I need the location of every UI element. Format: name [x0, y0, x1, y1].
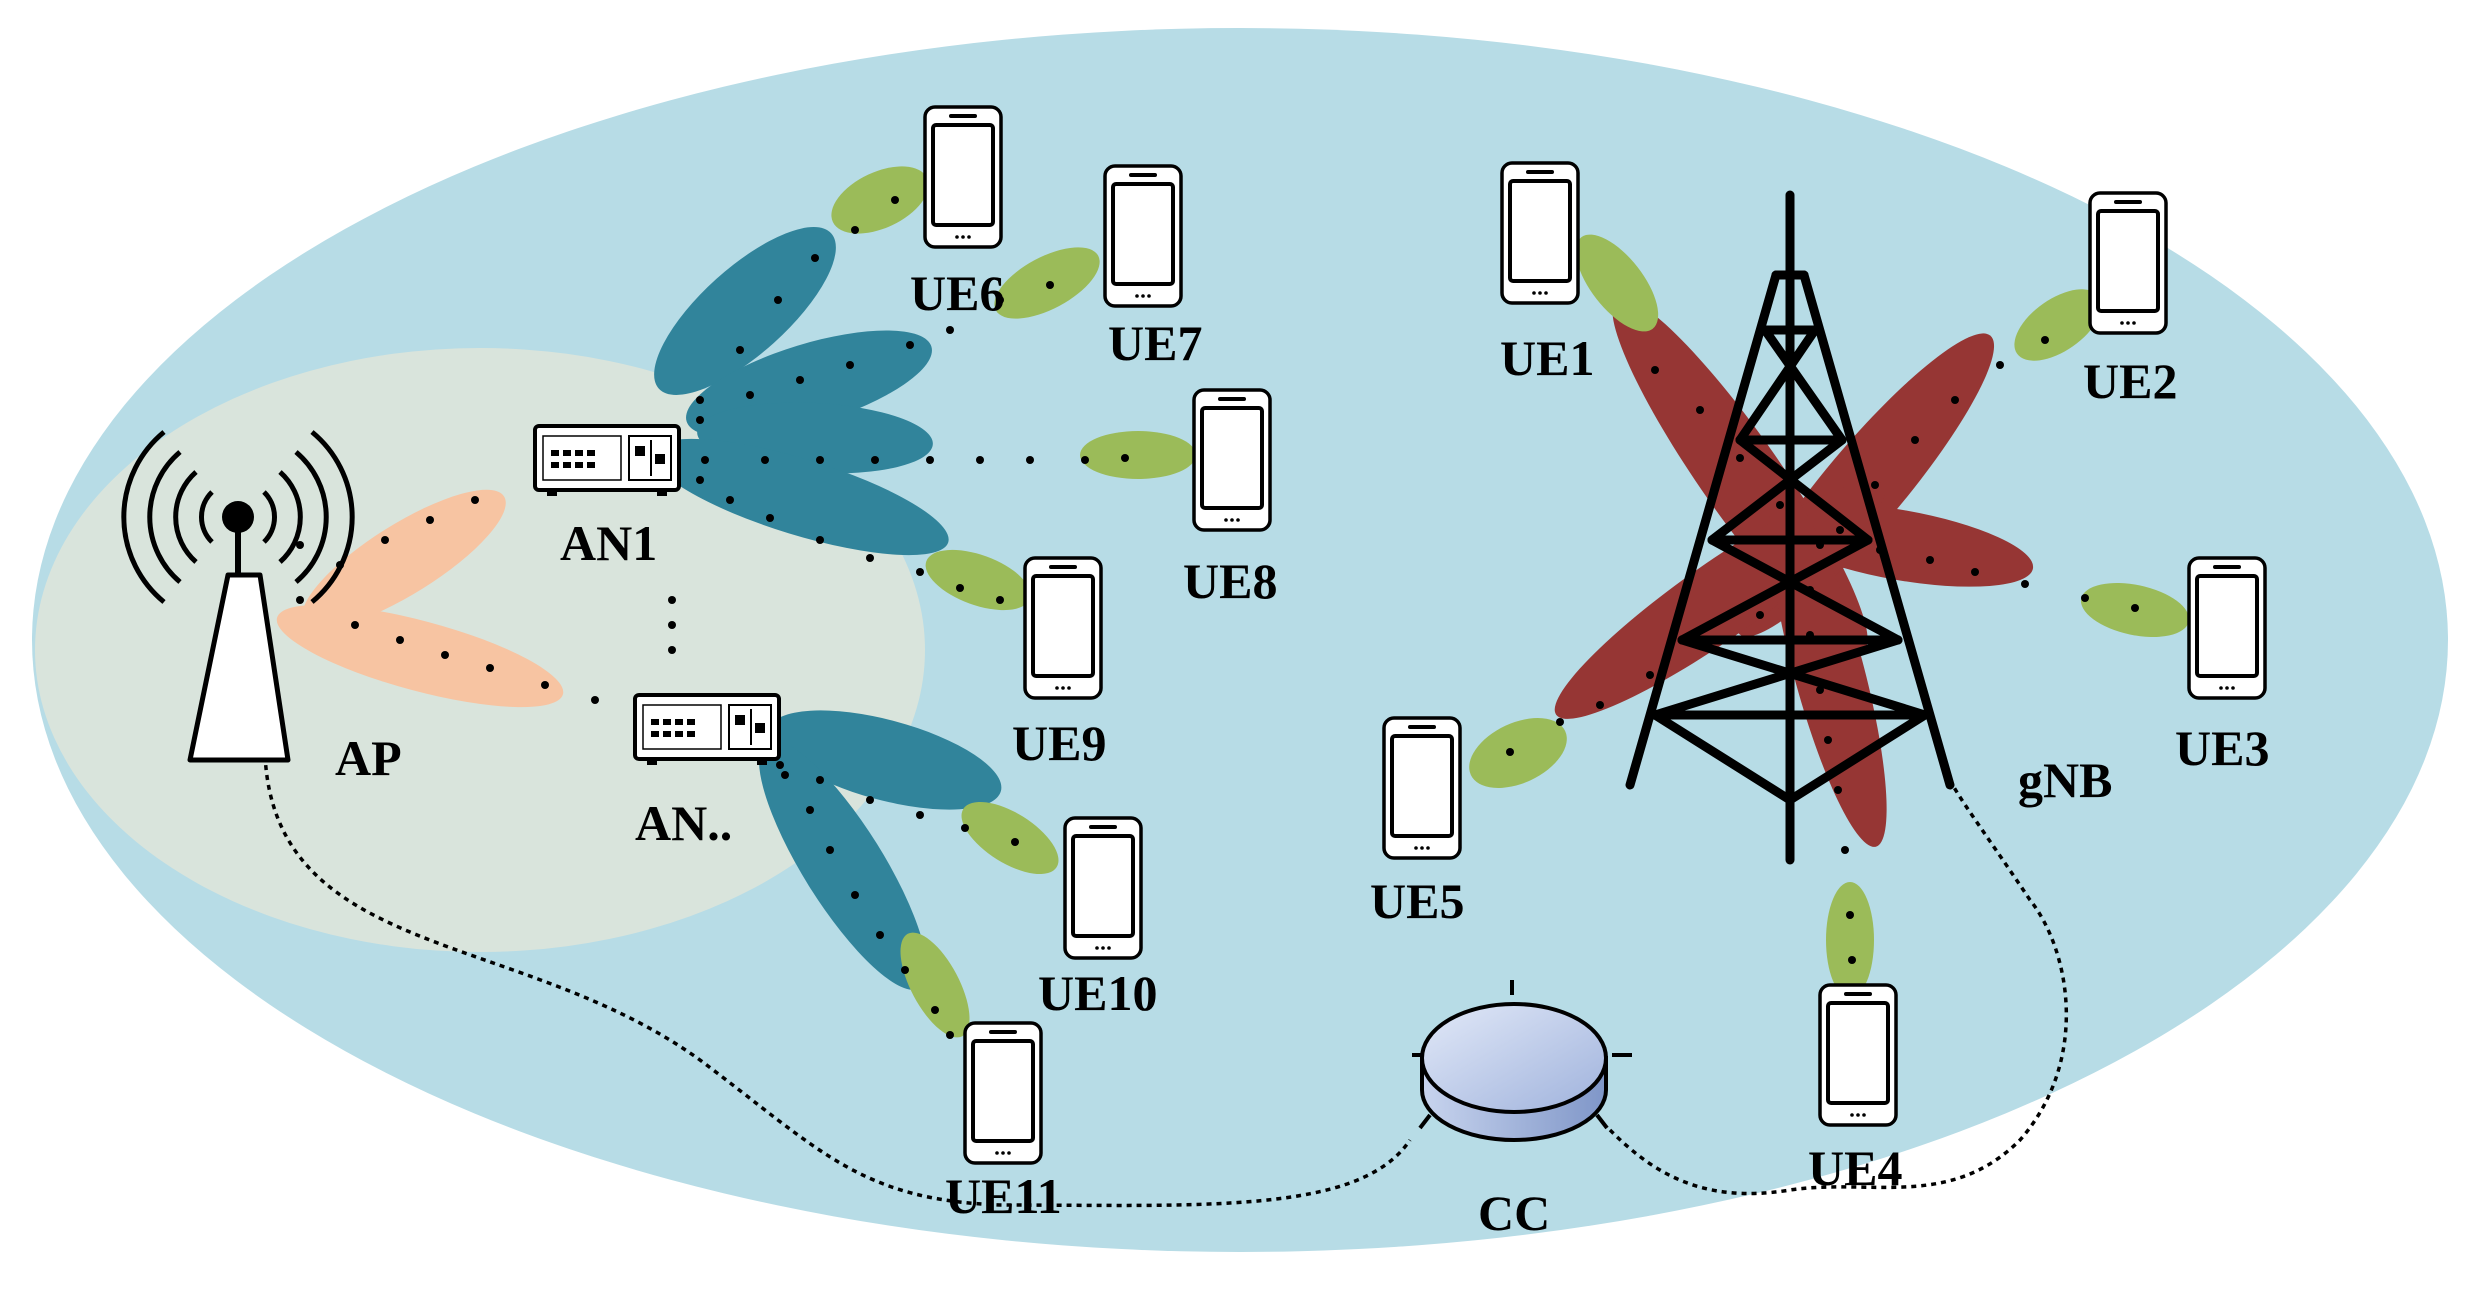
an-beam: [654, 227, 836, 395]
ue-beam: [900, 932, 970, 1038]
ue4-phone-icon: [1818, 983, 1898, 1127]
cc-label: CC: [1478, 1185, 1550, 1241]
ue1-label: UE1: [1500, 330, 1594, 386]
ue-beam: [831, 166, 929, 234]
ue10-phone-icon: [1063, 816, 1143, 960]
an1-switch-icon: [533, 424, 681, 498]
ue3-phone-icon: [2187, 556, 2267, 700]
ap-beams: [276, 489, 564, 708]
an1-label: AN1: [560, 515, 657, 571]
ue-beam: [961, 801, 1059, 875]
gnb-label: gNB: [2018, 752, 2112, 808]
ue-beam: [925, 549, 1031, 611]
ue8-phone-icon: [1192, 388, 1272, 532]
link-dots: [296, 196, 2139, 1039]
ue9-phone-icon: [1023, 556, 1103, 700]
ue-beams: [831, 166, 2190, 1038]
an-n-beams: [759, 710, 1002, 990]
ap-cc-wired-link: [263, 754, 1412, 1208]
ue3-label: UE3: [2175, 720, 2269, 776]
ue11-phone-icon: [963, 1021, 1043, 1165]
ap-label: AP: [335, 730, 402, 786]
ue7-label: UE7: [1108, 315, 1202, 371]
ue-beam: [1826, 882, 1874, 998]
ue9-label: UE9: [1012, 715, 1106, 771]
ue1-phone-icon: [1500, 161, 1580, 305]
ue6-phone-icon: [923, 105, 1003, 249]
gnb-tower-icon: [1625, 190, 1955, 865]
ue10-label: UE10: [1038, 965, 1157, 1021]
ue-beam: [1575, 234, 1659, 332]
an-n-switch-icon: [633, 693, 781, 767]
an-beam: [759, 740, 927, 990]
ue-beam: [2014, 289, 2102, 361]
ue5-phone-icon: [1382, 716, 1462, 860]
an1-beams: [651, 227, 949, 556]
ap-antenna-icon: [121, 430, 355, 763]
an-beam: [768, 710, 1002, 810]
ue4-label: UE4: [1808, 1140, 1902, 1196]
ap-beam: [302, 489, 506, 629]
ue-beam: [1080, 431, 1196, 479]
ue7-phone-icon: [1103, 164, 1183, 308]
ue6-label: UE6: [910, 265, 1004, 321]
ue-beam: [1469, 718, 1567, 788]
ue11-label: UE11: [945, 1168, 1062, 1224]
gnb-cc-wired-link: [1608, 779, 2069, 1196]
ue5-label: UE5: [1370, 873, 1464, 929]
ue2-phone-icon: [2088, 191, 2168, 335]
an-beam: [651, 438, 949, 556]
cc-router-icon: [1412, 980, 1632, 1142]
ap-beam: [276, 604, 564, 708]
an-n-label: AN..: [635, 795, 732, 851]
ue8-label: UE8: [1183, 553, 1277, 609]
ue2-label: UE2: [2083, 353, 2177, 409]
